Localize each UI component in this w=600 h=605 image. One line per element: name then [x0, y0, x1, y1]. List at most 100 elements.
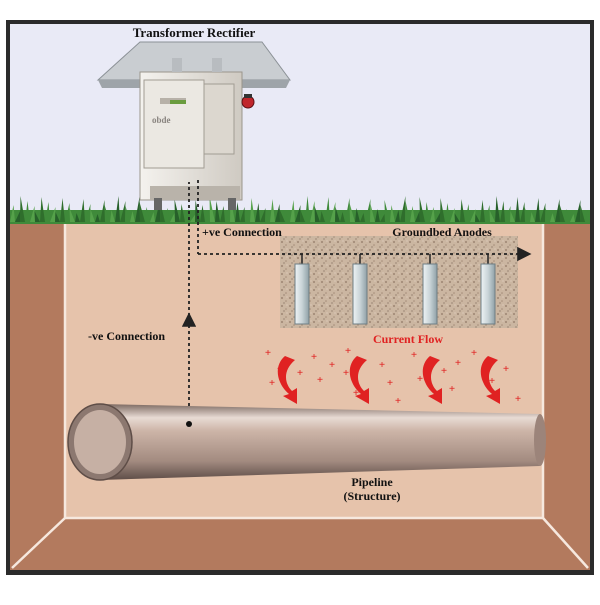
- grass-blade: [244, 212, 250, 222]
- grass-blade: [500, 201, 505, 222]
- positive-charge: +: [441, 365, 447, 377]
- positive-charge: +: [311, 351, 317, 363]
- grass-blade: [30, 206, 35, 222]
- grass-blade: [330, 202, 336, 222]
- grass-blade: [320, 211, 325, 222]
- grass-blade: [489, 210, 495, 222]
- grass-blade: [575, 200, 581, 222]
- grass-blade: [165, 208, 170, 222]
- anode-rod: [422, 263, 438, 325]
- grass-blade: [505, 206, 511, 222]
- grass-blade: [85, 204, 91, 222]
- current-flow-arrow-icon: [480, 356, 500, 404]
- positive-charge: +: [417, 373, 423, 385]
- grass-blade: [270, 199, 275, 222]
- grass-blade: [495, 196, 500, 222]
- current-flow-arrow-icon: [422, 356, 442, 404]
- grass-blade: [535, 198, 540, 222]
- grass-blade: [530, 212, 535, 222]
- grass-blade: [10, 205, 15, 222]
- cabinet-leg-right: [228, 198, 236, 210]
- grass-blade: [25, 201, 30, 222]
- positive-charge: +: [449, 383, 455, 395]
- positive-charge: +: [269, 377, 275, 389]
- cabinet-leg-left: [154, 198, 162, 210]
- pipe-far-end: [534, 414, 546, 466]
- grass-blade: [400, 196, 406, 222]
- grass-blade: [520, 202, 525, 222]
- grass-blade: [15, 210, 21, 222]
- grass-blade: [349, 203, 355, 222]
- grass-blade: [90, 209, 95, 222]
- grass-blade: [34, 211, 40, 222]
- grass-blade: [139, 202, 145, 222]
- anode-rod: [352, 263, 368, 325]
- grass-blade: [355, 208, 360, 222]
- grass-blade: [425, 202, 430, 222]
- grass-blade: [110, 210, 115, 222]
- positive-charge: +: [297, 367, 303, 379]
- grass-blade: [215, 201, 220, 222]
- grass-blade: [515, 197, 520, 222]
- grass-blade: [60, 198, 65, 222]
- positive-charge: +: [345, 345, 351, 357]
- pipeline-sublabel: (Structure): [343, 489, 400, 503]
- current-flow-label: Current Flow: [373, 332, 443, 346]
- grass-blade: [419, 197, 425, 222]
- roof-bracket-right: [212, 58, 222, 72]
- positive-connection-label: +ve Connection: [202, 225, 282, 239]
- grass-blade: [559, 204, 565, 222]
- grass-blade: [40, 197, 45, 222]
- grass-blade: [335, 207, 340, 222]
- grass-blade: [485, 205, 490, 222]
- grass-blade: [430, 207, 435, 222]
- grass-blade: [585, 210, 590, 222]
- grass-blade: [20, 196, 25, 222]
- positive-charge: +: [343, 367, 349, 379]
- grass-blade: [130, 211, 135, 222]
- anode-rod: [294, 263, 310, 325]
- grass-blade: [410, 206, 415, 222]
- positive-charge: +: [353, 387, 359, 399]
- roof-bracket-left: [172, 58, 182, 72]
- current-arrows-group: [277, 356, 500, 404]
- positive-charge: +: [471, 347, 477, 359]
- grass-blade: [360, 213, 365, 222]
- grass-blade: [240, 207, 245, 222]
- grass-blade: [174, 199, 180, 222]
- grass-blade: [550, 213, 555, 222]
- grass-blade: [454, 213, 460, 222]
- grass-blade: [180, 204, 185, 222]
- grass-blade: [209, 196, 215, 222]
- grass-blade: [69, 208, 75, 222]
- grass-blade: [375, 209, 380, 222]
- positive-charge: +: [395, 395, 401, 407]
- current-flow-arrow-icon: [277, 356, 297, 404]
- grass-blade: [250, 198, 255, 222]
- grass-blade: [150, 212, 155, 222]
- grass-blade: [225, 211, 231, 222]
- grass-blade: [275, 204, 280, 222]
- grass-blade: [205, 210, 210, 222]
- grass-blade: [540, 203, 546, 222]
- grass-blade: [305, 196, 310, 222]
- grass-blade: [370, 204, 375, 222]
- grass-blade: [314, 206, 320, 222]
- perspective-edge-left: [11, 517, 66, 569]
- grass-blade: [450, 208, 455, 222]
- grass-blade: [50, 207, 56, 222]
- pipe-opening: [74, 410, 126, 474]
- grass-blade: [75, 213, 80, 222]
- positive-charge: +: [387, 377, 393, 389]
- grass-blade: [475, 214, 480, 222]
- grass-blade: [235, 202, 240, 222]
- grass-blade: [310, 201, 315, 222]
- warning-light-cap: [244, 94, 252, 98]
- grass-blade: [279, 209, 285, 222]
- pipeline-label: Pipeline: [351, 475, 393, 489]
- grass-blade: [340, 212, 345, 222]
- current-flow-arrow-icon: [349, 356, 369, 404]
- positive-charge: +: [317, 374, 323, 386]
